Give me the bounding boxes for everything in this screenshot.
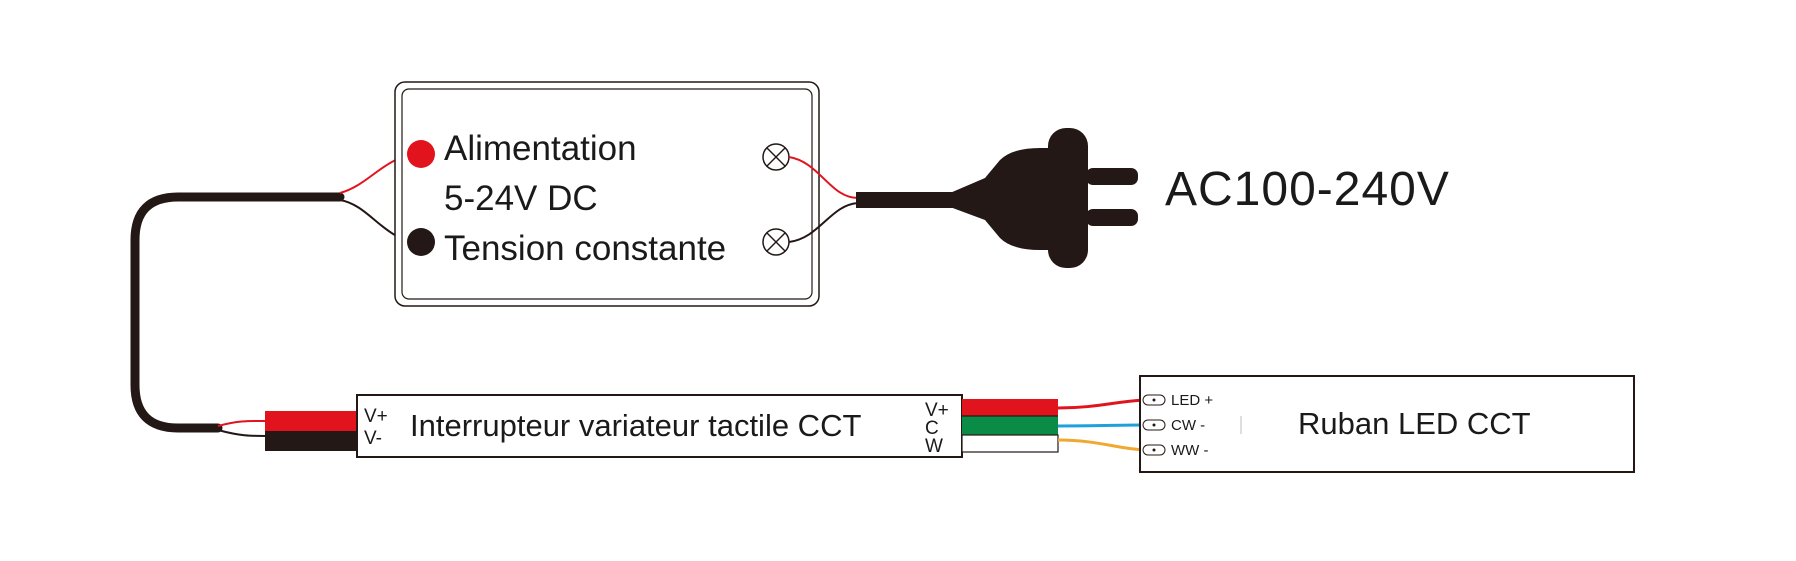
pad-led-plus-icon: [1142, 394, 1166, 406]
dimmer-in-wire-black: [217, 429, 269, 437]
dimmer-label: Interrupteur variateur tactile CCT: [410, 408, 861, 443]
dimmer-output-red-lead: [962, 399, 1058, 416]
power-supply-box: [394, 81, 820, 307]
dimmer-output-w-label: W: [925, 436, 943, 457]
dimmer-output-c-label: C: [925, 418, 939, 439]
ac-terminal-bottom-icon: [762, 228, 790, 256]
dimmer-input-plus-label: V+: [364, 406, 388, 427]
pin-cw-label: CW -: [1171, 417, 1205, 434]
negative-terminal-icon: [407, 228, 435, 256]
dimmer-input-minus-lead: [265, 431, 357, 451]
plug-icon: [950, 128, 1138, 268]
dimmer-in-wire-red: [217, 419, 269, 427]
dimmer-input-plus-lead: [265, 411, 357, 431]
pin-led-plus-label: LED +: [1171, 392, 1213, 409]
ac-terminal-top-icon: [762, 143, 790, 171]
ac-wire-black: [788, 202, 859, 243]
positive-terminal-icon: [407, 140, 435, 168]
wire-led-plus: [1057, 398, 1151, 410]
dimmer-output-plus-label: V+: [925, 400, 949, 421]
power-supply-title: Alimentation: [444, 129, 637, 168]
dimmer-output-green-lead: [962, 416, 1058, 435]
wire-cw: [1057, 423, 1151, 428]
ac-wire-red: [788, 156, 859, 199]
power-supply-mode: Tension constante: [444, 229, 726, 268]
dimmer-output-white-lead: [961, 434, 1059, 453]
power-supply-voltage: 5-24V DC: [444, 179, 598, 218]
mains-voltage-label: AC100-240V: [1165, 163, 1450, 216]
ac-cable: [856, 192, 956, 208]
dc-output-cable: [130, 192, 345, 433]
led-strip-box: [1139, 375, 1635, 473]
pad-cw-icon: [1142, 419, 1166, 431]
wire-ww: [1057, 438, 1151, 452]
dimmer-input-minus-label: V-: [364, 428, 382, 449]
pad-ww-icon: [1142, 444, 1166, 456]
pin-ww-label: WW -: [1171, 442, 1208, 459]
led-strip-label: Ruban LED CCT: [1298, 406, 1531, 441]
